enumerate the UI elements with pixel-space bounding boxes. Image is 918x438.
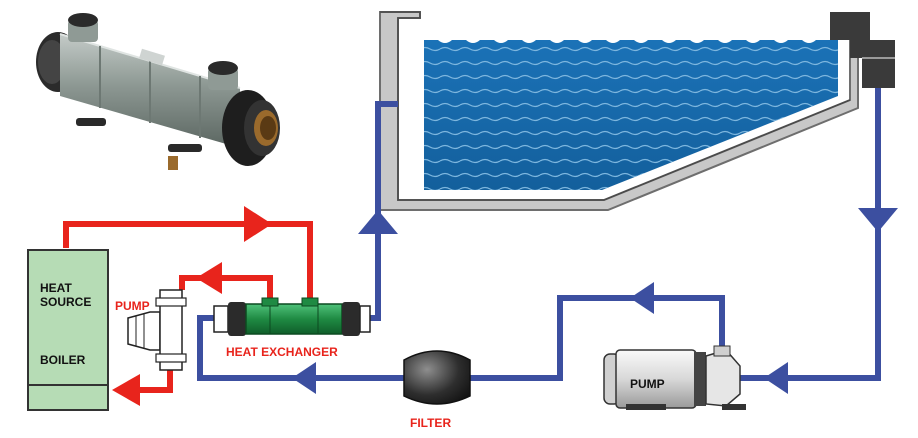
hot-pump: PUMP (115, 289, 187, 371)
heat-source-line-2: SOURCE (40, 295, 91, 309)
pump-outlet-pipe (470, 295, 725, 381)
hot-circuit-arrows (112, 206, 272, 406)
flow-arrow-icon (244, 206, 272, 242)
flow-arrow-icon (292, 362, 316, 394)
heat-exchanger-photo (36, 13, 280, 170)
filter: FILTER (403, 350, 471, 430)
pool-pump-label: PUMP (630, 377, 665, 391)
pool-pump: PUMP (603, 345, 746, 410)
boiler-label: BOILER (40, 353, 86, 367)
pump-to-boiler-pipe (128, 370, 173, 393)
flow-arrow-icon (112, 374, 140, 406)
flow-arrow-icon (358, 210, 398, 234)
pool (379, 11, 895, 211)
flow-arrow-icon (196, 262, 222, 294)
exchanger-to-pump-pipe (179, 275, 273, 300)
heat-exchanger-label: HEAT EXCHANGER (226, 345, 338, 359)
pool-skimmer (830, 12, 895, 88)
hot-pump-label: PUMP (115, 299, 150, 313)
boiler-to-exchanger-pipe (63, 221, 313, 300)
hot-circuit (63, 221, 313, 393)
filter-label: FILTER (410, 416, 451, 430)
flow-arrow-icon (858, 208, 898, 232)
heat-source-line-1: HEAT (40, 281, 72, 295)
flow-arrow-icon (630, 282, 654, 314)
pool-return-pipe (740, 88, 881, 381)
heat-source-label: HEAT SOURCE (40, 281, 91, 309)
flow-arrow-icon (764, 362, 788, 394)
pool-circuit-arrows (292, 208, 898, 394)
heat-exchanger: HEAT EXCHANGER (213, 297, 371, 359)
boiler: HEAT SOURCE BOILER (27, 249, 109, 411)
